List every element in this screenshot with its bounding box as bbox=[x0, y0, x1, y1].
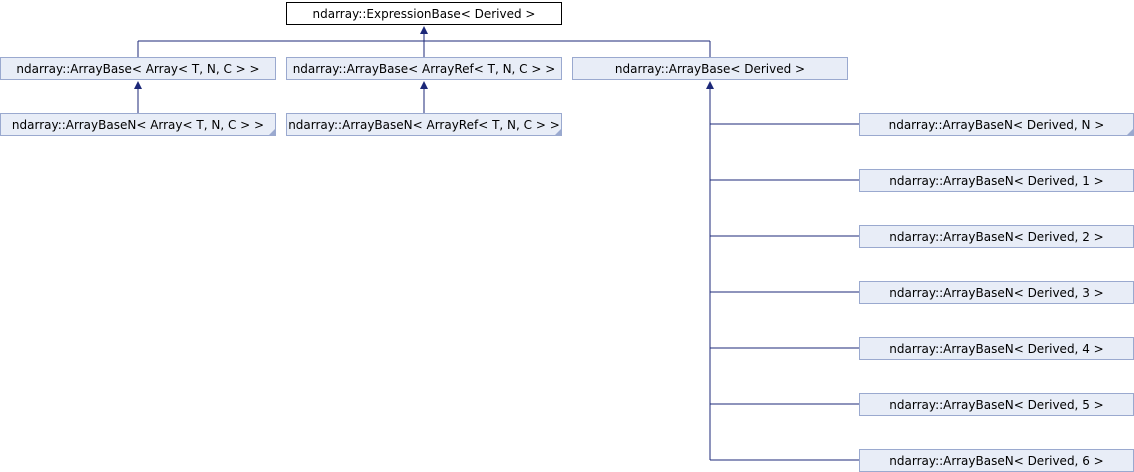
node-label: ndarray::ArrayBase< ArrayRef< T, N, C > … bbox=[292, 61, 556, 76]
node-label: ndarray::ArrayBaseN< Array< T, N, C > > bbox=[11, 117, 265, 132]
node-arraybasen-derived-n[interactable]: ndarray::ArrayBaseN< Derived, N > bbox=[859, 113, 1134, 136]
fold-corner-icon bbox=[555, 129, 561, 135]
arrowhead-root bbox=[420, 26, 428, 34]
arrowhead-arraybase-derived bbox=[706, 81, 714, 89]
node-arraybasen-derived-5[interactable]: ndarray::ArrayBaseN< Derived, 5 > bbox=[859, 393, 1134, 416]
node-arraybasen-derived-3[interactable]: ndarray::ArrayBaseN< Derived, 3 > bbox=[859, 281, 1134, 304]
node-label: ndarray::ArrayBase< Derived > bbox=[614, 61, 806, 76]
arrowhead-arraybase-arrayref bbox=[420, 81, 428, 89]
node-expressionbase-derived: ndarray::ExpressionBase< Derived > bbox=[286, 2, 562, 25]
node-arraybasen-derived-6[interactable]: ndarray::ArrayBaseN< Derived, 6 > bbox=[859, 449, 1134, 472]
node-label: ndarray::ArrayBaseN< Derived, 1 > bbox=[889, 173, 1104, 188]
node-arraybasen-derived-2[interactable]: ndarray::ArrayBaseN< Derived, 2 > bbox=[859, 225, 1134, 248]
node-arraybasen-array[interactable]: ndarray::ArrayBaseN< Array< T, N, C > > bbox=[0, 113, 276, 136]
node-arraybase-arrayref[interactable]: ndarray::ArrayBase< ArrayRef< T, N, C > … bbox=[286, 57, 562, 80]
node-arraybasen-arrayref[interactable]: ndarray::ArrayBaseN< ArrayRef< T, N, C >… bbox=[286, 113, 562, 136]
node-arraybasen-derived-4[interactable]: ndarray::ArrayBaseN< Derived, 4 > bbox=[859, 337, 1134, 360]
node-label: ndarray::ArrayBaseN< Derived, 5 > bbox=[889, 397, 1104, 412]
node-label: ndarray::ArrayBaseN< Derived, 3 > bbox=[889, 285, 1104, 300]
node-arraybase-derived[interactable]: ndarray::ArrayBase< Derived > bbox=[572, 57, 848, 80]
node-label: ndarray::ArrayBaseN< Derived, N > bbox=[888, 117, 1105, 132]
node-label: ndarray::ArrayBase< Array< T, N, C > > bbox=[16, 61, 260, 76]
node-label: ndarray::ArrayBaseN< Derived, 4 > bbox=[889, 341, 1104, 356]
node-arraybasen-derived-1[interactable]: ndarray::ArrayBaseN< Derived, 1 > bbox=[859, 169, 1134, 192]
node-label: ndarray::ArrayBaseN< Derived, 6 > bbox=[889, 453, 1104, 468]
fold-corner-icon bbox=[1127, 129, 1133, 135]
arrowhead-arraybase-array bbox=[134, 81, 142, 89]
fold-corner-icon bbox=[269, 129, 275, 135]
node-arraybase-array[interactable]: ndarray::ArrayBase< Array< T, N, C > > bbox=[0, 57, 276, 80]
node-label: ndarray::ArrayBaseN< Derived, 2 > bbox=[889, 229, 1104, 244]
node-label: ndarray::ArrayBaseN< ArrayRef< T, N, C >… bbox=[288, 117, 560, 132]
